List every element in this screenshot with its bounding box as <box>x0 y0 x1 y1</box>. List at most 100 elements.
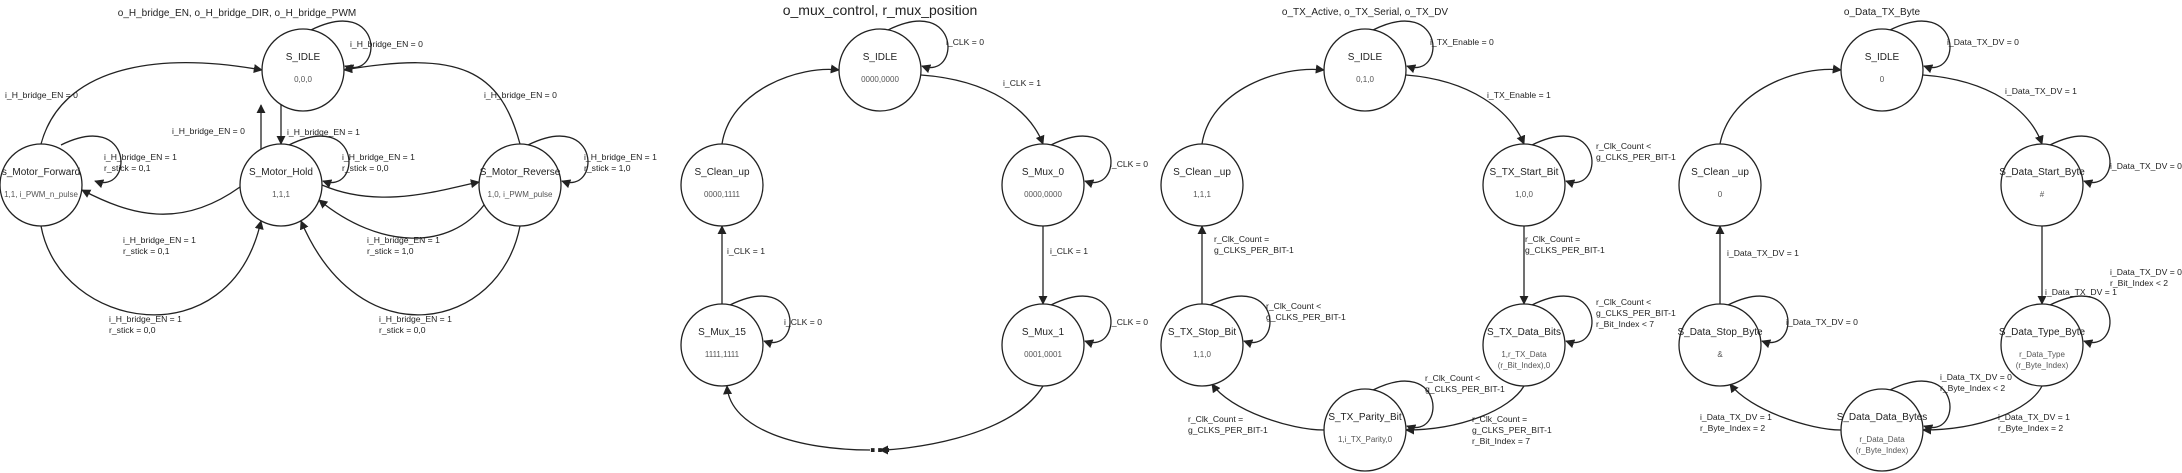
transition-label: i_H_bridge_EN = 1 <box>104 152 177 162</box>
transition-label: r_Clk_Count = <box>1472 414 1527 424</box>
transition-arrow <box>1201 64 1325 145</box>
transition-label: r_Bit_Index < 7 <box>1596 319 1654 329</box>
transition-arrow <box>721 64 840 145</box>
transition-label: g_CLKS_PER_BIT-1 <box>1266 312 1346 322</box>
transition-label: i_TX_Enable = 1 <box>1487 90 1551 100</box>
transition-arrow <box>920 74 1045 145</box>
transition-arrow <box>318 199 485 239</box>
state-circle <box>1001 143 1085 227</box>
transition-label: i_CLK = 1 <box>1003 78 1041 88</box>
state-name: S_TX_Stop_Bit <box>1168 327 1237 338</box>
self-loop-arrow <box>1531 295 1593 349</box>
state-circle <box>680 303 764 387</box>
state-name: S_Data_Start_Byte <box>1999 167 2085 178</box>
transition-label: i_Data_TX_DV = 1 <box>2005 86 2077 96</box>
transition-label: i_H_bridge_EN = 1 <box>342 152 415 162</box>
state-circle <box>1160 303 1244 387</box>
transition-label: g_CLKS_PER_BIT-1 <box>1596 152 1676 162</box>
state-name: S_Motor_Hold <box>249 167 313 178</box>
transition-arrow <box>1719 64 1842 145</box>
transition-arrow <box>343 62 521 145</box>
state-s-idle: S_IDLE 0,1,0 <box>1323 28 1407 112</box>
state-circle <box>1482 303 1566 387</box>
transition-label: i_H_bridge_EN = 1 <box>123 235 196 245</box>
transition-label: i_CLK = 1 <box>727 246 765 256</box>
transition-label: i_H_bridge_EN = 1 <box>367 235 440 245</box>
transition-label: r_Byte_Index = 2 <box>1700 423 1765 433</box>
state-name: S_IDLE <box>863 52 898 63</box>
transition-arrow <box>723 385 871 451</box>
transition-label: g_CLKS_PER_BIT-1 <box>1214 245 1294 255</box>
transition-label: i_TX_Enable = 0 <box>1430 37 1494 47</box>
state-output: 0,1,0 <box>1356 75 1374 84</box>
transition-arrow <box>1729 383 1842 431</box>
transition-label: r_Clk_Count < <box>1266 301 1321 311</box>
transition-label: i_H_bridge_EN = 1 <box>109 314 182 324</box>
transition-label: i_Data_TX_DV = 1 <box>1998 412 2070 422</box>
self-loop-arrow <box>1372 20 1434 74</box>
state-name: S_Data_Data_Bytes <box>1837 412 1928 423</box>
state-circle <box>1840 388 1924 472</box>
transition-label: i_CLK = 0 <box>946 37 984 47</box>
self-loop-arrow <box>288 135 350 189</box>
self-loop-arrow <box>887 20 949 74</box>
state-circle <box>1678 303 1762 387</box>
state-name: S_IDLE <box>286 52 321 63</box>
transition-arrow <box>1211 383 1325 431</box>
state-output: 0 <box>1718 190 1723 199</box>
transition-label: i_H_bridge_EN = 1 <box>379 314 452 324</box>
state-output: & <box>1717 350 1723 359</box>
state-name: S_Motor_Reverse <box>480 167 561 178</box>
state-circle <box>2000 303 2084 387</box>
transition-label: g_CLKS_PER_BIT-1 <box>1188 425 1268 435</box>
self-loop-arrow <box>1372 380 1434 434</box>
self-loop-arrow <box>1050 135 1112 189</box>
state-circle <box>2000 143 2084 227</box>
transition-arrow <box>81 186 241 215</box>
transition-label: i_H_bridge_EN = 0 <box>5 90 78 100</box>
state-output: 0000,0000 <box>1024 190 1062 199</box>
state-circle <box>1482 143 1566 227</box>
transitions-layer <box>40 20 2111 455</box>
transition-arrow <box>1405 385 1525 435</box>
state-clean-up: S_Clean _up0 <box>1678 143 1762 227</box>
state-name: S_IDLE <box>1348 52 1383 63</box>
state-clean-up: S_Clean _up 1,1,1 <box>1160 143 1244 227</box>
self-loop-arrow <box>1209 295 1271 349</box>
state-circle <box>1840 28 1924 112</box>
self-loop-arrow <box>1050 295 1112 349</box>
state-output: 1,1,1 <box>1193 190 1211 199</box>
transition-label: r_stick = 0,0 <box>109 325 156 335</box>
state-output: (r_Byte_Index) <box>1856 446 1909 455</box>
self-loop-arrow <box>60 135 122 189</box>
transition-label: i_CLK = 0 <box>1110 159 1148 169</box>
transition-label: r_Clk_Count = <box>1525 234 1580 244</box>
transition-label: i_H_bridge_EN = 0 <box>484 90 557 100</box>
state-circle <box>0 143 83 227</box>
transition-arrow <box>1922 74 2044 145</box>
state-output: 1,1, i_PWM_n_pulse <box>4 190 78 199</box>
state-data-type-byte: S_Data_Type_Byter_Data_Type(r_Byte_Index… <box>1999 303 2086 387</box>
transition-label: i_H_bridge_EN = 0 <box>172 126 245 136</box>
state-data-data-bytes: S_Data_Data_Bytesr_Data_Data(r_Byte_Inde… <box>1837 388 1928 472</box>
self-loop-arrow <box>2049 295 2111 349</box>
transition-label: i_Data_TX_DV = 0 <box>2110 161 2182 171</box>
diagram-title: o_TX_Active, o_TX_Serial, o_TX_DV <box>1282 7 1449 18</box>
state-name: S_Clean_up <box>694 167 749 178</box>
diagram-title: o_Data_TX_Byte <box>1844 7 1921 18</box>
transition-label: r_stick = 1,0 <box>367 246 414 256</box>
self-loop-arrow <box>527 135 589 189</box>
state-name: S_Clean _up <box>1173 167 1231 178</box>
state-output: 1,r_TX_Data <box>1501 350 1547 359</box>
transition-label: g_CLKS_PER_BIT-1 <box>1525 245 1605 255</box>
state-circle <box>1323 28 1407 112</box>
self-loop-arrow <box>1889 20 1951 74</box>
transition-label: g_CLKS_PER_BIT-1 <box>1472 425 1552 435</box>
transition-label: r_Clk_Count < <box>1425 373 1480 383</box>
state-name: S_TX_Data_Bits <box>1487 327 1561 338</box>
